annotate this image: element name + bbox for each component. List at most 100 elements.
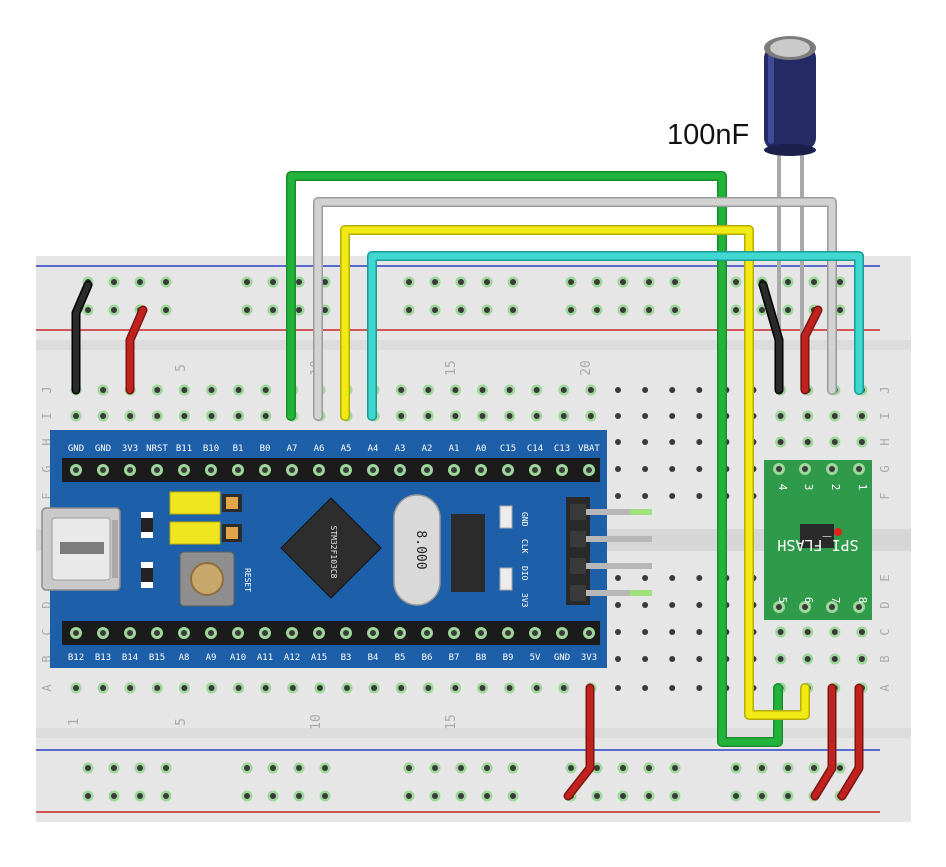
breadboard-hole-pin: [615, 685, 621, 691]
breadboard-hole-pin: [137, 793, 143, 799]
breadboard-hole-pin: [458, 765, 464, 771]
flash-pin-label: 5: [776, 597, 789, 604]
breadboard-hole-pin: [594, 765, 600, 771]
breadboard-hole-pin: [785, 279, 791, 285]
breadboard-hole-pin: [672, 765, 678, 771]
breadboard-hole-pin: [642, 629, 649, 635]
breadboard-hole-pin: [620, 793, 626, 799]
breadboard-hole-pin: [615, 466, 621, 472]
breadboard-hole-pin: [479, 685, 486, 691]
mcu-pin-label: A11: [257, 653, 273, 663]
breadboard-hole-pin: [73, 413, 79, 419]
breadboard-hole-pin: [620, 307, 626, 313]
breadboard-hole-pin: [458, 279, 464, 285]
breadboard-hole-pin: [642, 493, 649, 499]
breadboard-hole-pin: [181, 685, 188, 691]
swd-pin: [570, 590, 652, 596]
breadboard-hole-pin: [322, 279, 328, 285]
row-letter: J: [40, 386, 54, 393]
mcu-pin-label: B14: [122, 653, 138, 663]
breadboard-hole-pin: [244, 279, 250, 285]
breadboard-hole-pin: [615, 413, 621, 419]
breadboard-hole-pin: [484, 307, 490, 313]
mcu-pin-label: GND: [68, 444, 84, 454]
mcu-pin-label: 3V3: [581, 653, 597, 663]
breadboard-hole-pin: [642, 387, 649, 393]
breadboard-hole-pin: [85, 765, 91, 771]
smd-resistor-body: [141, 568, 153, 582]
led: [499, 567, 513, 591]
breadboard-hole-pin: [646, 279, 652, 285]
breadboard-hole-pin: [398, 685, 405, 691]
breadboard-hole-pin: [432, 279, 438, 285]
mcu-pin-label: B8: [476, 653, 487, 663]
mcu-pin-label: C14: [527, 444, 543, 454]
capacitor-value-label: 100nF: [667, 119, 749, 151]
breadboard-hole-pin: [270, 765, 276, 771]
breadboard-hole-pin: [837, 279, 843, 285]
breadboard-hole-pin: [642, 466, 649, 472]
breadboard-hole-pin: [777, 413, 784, 419]
breadboard-hole-pin: [322, 765, 328, 771]
breadboard-hole-pin: [696, 466, 703, 472]
breadboard-hole-pin: [73, 685, 79, 691]
breadboard-hole-pin: [594, 307, 600, 313]
breadboard-hole-pin: [811, 279, 817, 285]
breadboard-hole-pin: [425, 685, 432, 691]
breadboard-hole-pin: [296, 765, 302, 771]
breadboard-hole-pin: [137, 765, 143, 771]
row-letter: B: [40, 655, 54, 662]
breadboard-hole-pin: [785, 307, 791, 313]
breadboard-hole-pin: [262, 413, 269, 419]
breadboard-hole-pin: [587, 413, 594, 419]
column-number: 15: [444, 714, 459, 730]
mcu-pin-label: A5: [341, 444, 352, 454]
breadboard-hole-pin: [458, 307, 464, 313]
row-letter: A: [878, 684, 892, 692]
breadboard-hole-pin: [163, 279, 169, 285]
breadboard-hole-pin: [646, 793, 652, 799]
breadboard-hole-pin: [831, 413, 838, 419]
mcu-pin-label: A0: [476, 444, 487, 454]
breadboard-hole-pin: [759, 793, 765, 799]
mcu-pin-label: NRST: [146, 444, 168, 454]
breadboard-hole-pin: [831, 439, 838, 445]
mcu-pin-label: B3: [341, 653, 352, 663]
breadboard-hole-pin: [154, 387, 161, 393]
breadboard-hole-pin: [458, 793, 464, 799]
mcu-pin-label: B0: [260, 444, 271, 454]
flash-pin-label: 8: [856, 597, 869, 604]
breadboard-hole-pin: [235, 413, 242, 419]
swd-pin-label: DIO: [520, 566, 529, 581]
row-letter: F: [40, 492, 54, 499]
breadboard-hole-pin: [163, 307, 169, 313]
stm32-chip: [280, 497, 382, 599]
mcu-pin-label: A3: [395, 444, 406, 454]
breadboard-hole-pin: [560, 413, 567, 419]
mcu-pin-label: B10: [203, 444, 219, 454]
breadboard-hole-pin: [296, 279, 302, 285]
breadboard-hole-pin: [344, 685, 350, 691]
mcu-pin-label: A8: [179, 653, 190, 663]
row-letter: J: [878, 386, 892, 393]
mcu-pin-label: C15: [500, 444, 516, 454]
breadboard-hole-pin: [322, 307, 328, 313]
breadboard-hole-pin: [669, 602, 676, 608]
breadboard-hole-pin: [594, 793, 600, 799]
breadboard-hole-pin: [479, 413, 486, 419]
row-letter: C: [40, 628, 54, 635]
breadboard-hole-pin: [858, 629, 865, 635]
breadboard-hole-pin: [406, 307, 412, 313]
breadboard-hole-pin: [506, 387, 513, 393]
breadboard-hole-pin: [837, 765, 843, 771]
breadboard-hole-pin: [615, 493, 621, 499]
breadboard-hole-pin: [669, 656, 676, 662]
flash-pin-label: 2: [829, 484, 842, 491]
breadboard-hole-pin: [696, 602, 703, 608]
mcu-pin-label: A6: [314, 444, 325, 454]
breadboard-hole-pin: [154, 413, 161, 419]
breadboard-hole-pin: [858, 656, 865, 662]
breadboard-hole-pin: [804, 629, 811, 635]
